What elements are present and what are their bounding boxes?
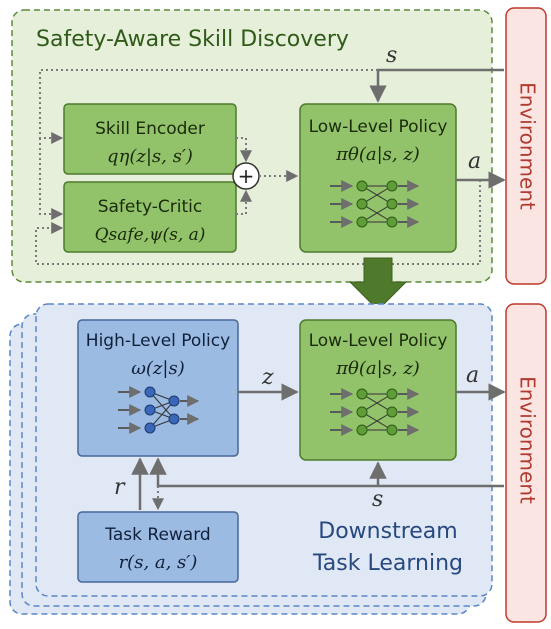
skill-encoder-formula: qη(z|s, s′) <box>107 146 193 167</box>
high-level-policy-title: High-Level Policy <box>86 331 230 351</box>
task-reward-title: Task Reward <box>104 525 210 545</box>
environment-box-top: Environment <box>505 7 547 285</box>
low-level-policy-box-bottom: Low-Level Policy πθ(a|s, z) <box>299 319 457 461</box>
transfer-arrow <box>348 257 408 311</box>
high-level-policy-formula: ω(z|s) <box>131 358 185 379</box>
dotted-connections-top <box>35 69 481 265</box>
skill-encoder-box: Skill Encoder qη(z|s, s′) <box>63 103 237 175</box>
task-reward-formula: r(s, a, s′) <box>119 552 198 573</box>
safety-critic-formula: Qsafe,ψ(s, a) <box>95 225 206 245</box>
sum-icon: + <box>232 162 260 190</box>
skill-label: z <box>261 365 274 390</box>
panel-title-downstream-line1: Downstream <box>318 519 457 544</box>
neural-network-icon <box>330 388 420 436</box>
neural-network-icon <box>330 180 420 228</box>
safety-critic-title: Safety-Critic <box>98 197 203 217</box>
low-level-policy-formula-bottom: πθ(a|s, z) <box>335 358 420 379</box>
panel-title-safety-aware-skill-discovery: Safety-Aware Skill Discovery <box>36 27 349 52</box>
task-reward-box: Task Reward r(s, a, s′) <box>77 511 239 583</box>
neural-network-icon <box>118 386 200 434</box>
state-label-bottom: s <box>372 487 383 512</box>
environment-box-bottom: Environment <box>505 303 547 623</box>
low-level-policy-title-bottom: Low-Level Policy <box>309 331 448 351</box>
safety-critic-box: Safety-Critic Qsafe,ψ(s, a) <box>63 181 237 253</box>
state-label-top: s <box>386 43 397 68</box>
action-label-bottom: a <box>466 363 479 388</box>
high-level-policy-box: High-Level Policy ω(z|s) <box>77 319 239 457</box>
low-level-policy-box-top: Low-Level Policy πθ(a|s, z) <box>299 103 457 253</box>
panel-title-downstream-line2: Task Learning <box>312 551 463 576</box>
sum-symbol: + <box>238 164 255 188</box>
environment-label-top: Environment <box>516 82 540 210</box>
environment-label-bottom: Environment <box>516 376 540 504</box>
low-level-policy-formula-top: πθ(a|s, z) <box>335 144 420 165</box>
reward-label: r <box>114 475 126 500</box>
skill-encoder-title: Skill Encoder <box>95 119 205 139</box>
action-label-top: a <box>468 149 481 174</box>
low-level-policy-title-top: Low-Level Policy <box>309 117 448 137</box>
